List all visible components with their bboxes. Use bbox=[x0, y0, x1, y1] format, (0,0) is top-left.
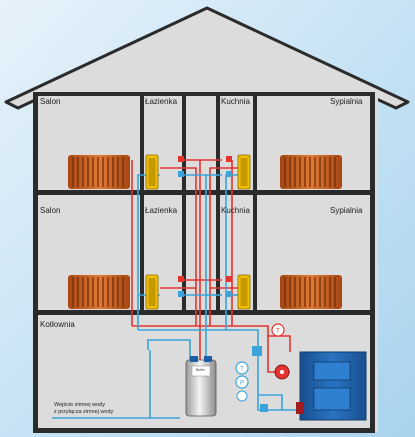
valve-icon bbox=[178, 156, 184, 162]
towel-rail-kuchnia-middle bbox=[237, 274, 251, 310]
house-body bbox=[36, 14, 378, 432]
hot-water-pipes bbox=[131, 159, 291, 373]
radiator-sypialnia-middle bbox=[279, 274, 343, 310]
house-roof bbox=[4, 6, 410, 110]
filter-icon bbox=[236, 390, 248, 402]
pressure-gauge-icon bbox=[235, 375, 249, 389]
expansion-vessel-icon bbox=[252, 346, 262, 356]
valve-icon bbox=[226, 276, 232, 282]
gauges: T T P bbox=[235, 323, 285, 402]
gauge-t: T bbox=[240, 367, 244, 373]
towel-rail-kuchnia-upper bbox=[237, 154, 251, 190]
pipes bbox=[52, 159, 298, 419]
thermometer-icon bbox=[235, 361, 249, 375]
valve-icon bbox=[178, 276, 184, 282]
hot-water-tank bbox=[185, 356, 217, 417]
towel-rail-lazienka-middle bbox=[145, 274, 159, 310]
valve-icon bbox=[178, 291, 184, 297]
valve-icon bbox=[226, 171, 232, 177]
valves-cold bbox=[178, 171, 232, 297]
safety-valve-icon bbox=[260, 404, 268, 412]
radiator-salon-middle bbox=[67, 274, 131, 310]
gauge-t-top: T bbox=[276, 329, 280, 335]
gauge-p: P bbox=[240, 381, 244, 387]
radiator-salon-upper bbox=[67, 154, 131, 190]
walls bbox=[33, 92, 375, 433]
pump-hub bbox=[280, 370, 284, 374]
thermometer-top-icon bbox=[271, 323, 285, 337]
valves bbox=[178, 156, 232, 282]
valve-icon bbox=[226, 291, 232, 297]
valve-icon bbox=[178, 171, 184, 177]
radiator-sypialnia-upper bbox=[279, 154, 343, 190]
towel-rail-lazienka-upper bbox=[145, 154, 159, 190]
boiler bbox=[296, 351, 367, 421]
valve-icon bbox=[226, 156, 232, 162]
